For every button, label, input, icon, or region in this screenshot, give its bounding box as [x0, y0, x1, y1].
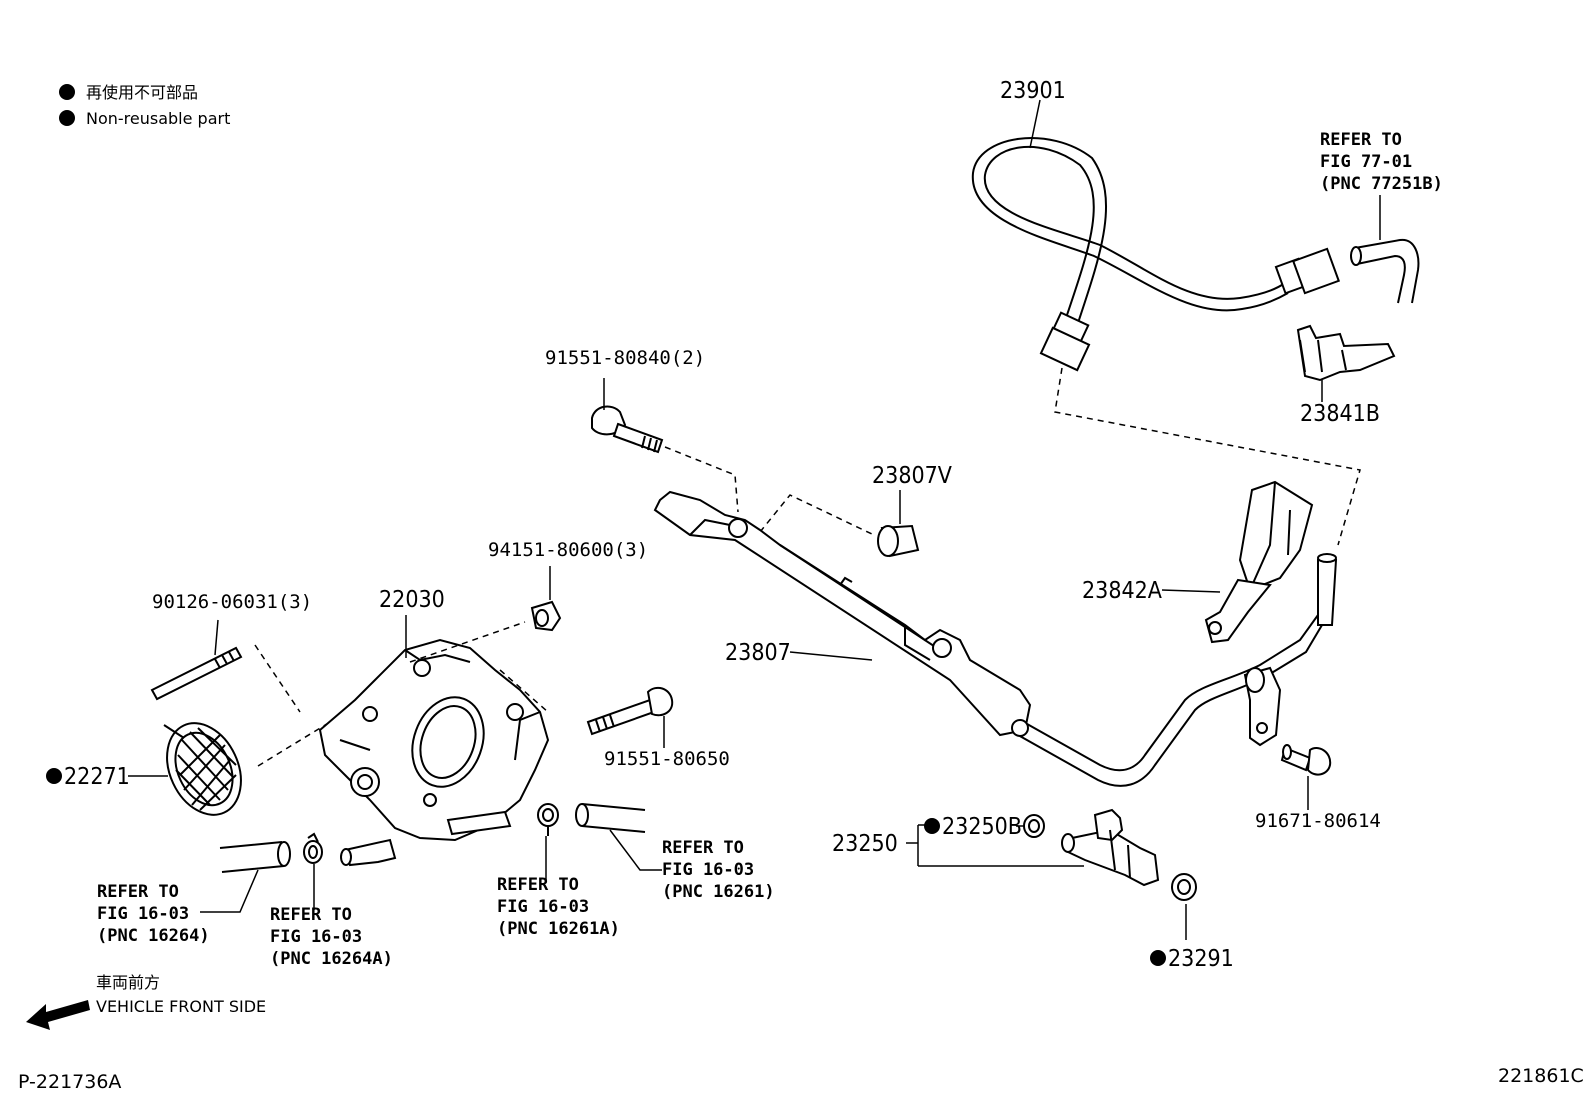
part-label-22271: 22271 [64, 764, 130, 790]
bolt-91551-80840[interactable] [591, 405, 664, 454]
svg-text:FIG 16-03: FIG 16-03 [497, 897, 589, 917]
part-label-94151-80600: 94151-80600(3) [488, 539, 648, 561]
seal-23291[interactable] [1171, 873, 1197, 901]
svg-text:(PNC 77251B): (PNC 77251B) [1320, 174, 1443, 194]
svg-text:REFER TO: REFER TO [497, 875, 579, 895]
part-label-23842A: 23842A [1082, 578, 1162, 604]
part-label-23250B: 23250B [942, 814, 1022, 840]
clip-23842A[interactable] [1204, 480, 1314, 644]
svg-text:REFER TO: REFER TO [97, 882, 179, 902]
svg-text:(PNC 16264): (PNC 16264) [97, 926, 210, 946]
part-label-23807V: 23807V [872, 463, 952, 489]
insulator-23807V[interactable] [877, 524, 920, 558]
fuel-rail-23807[interactable] [653, 490, 1338, 787]
part-label-23291: 23291 [1168, 946, 1234, 972]
svg-text:REFER TO: REFER TO [270, 905, 352, 925]
injector-23250[interactable] [1061, 808, 1160, 887]
stud-90126-06031[interactable] [150, 646, 243, 701]
part-label-23250: 23250 [832, 831, 898, 857]
svg-text:REFER TO: REFER TO [1320, 130, 1402, 150]
screen-22271[interactable] [153, 711, 255, 827]
svg-text:FIG 77-01: FIG 77-01 [1320, 152, 1412, 172]
svg-text:(PNC 16261): (PNC 16261) [662, 882, 775, 902]
part-label-91551-80650: 91551-80650 [604, 748, 730, 770]
vehicle-front-indicator: 車両前方 VEHICLE FRONT SIDE [26, 973, 266, 1030]
part-label-91671-80614: 91671-80614 [1255, 810, 1381, 832]
svg-text:REFER TO: REFER TO [662, 838, 744, 858]
svg-text:FIG 16-03: FIG 16-03 [270, 927, 362, 947]
hose-16264 [219, 841, 291, 873]
ref-77-01: REFER TO FIG 77-01 (PNC 77251B) [1320, 130, 1443, 194]
hose-stub-77251B [1350, 238, 1420, 304]
bolt-91671-80614[interactable] [1280, 744, 1332, 776]
hose-16261 [575, 803, 646, 833]
clip-23841B[interactable] [1296, 324, 1396, 382]
clamp-16261A [537, 803, 559, 836]
part-label-90126-06031: 90126-06031(3) [152, 591, 312, 613]
part-label-23841B: 23841B [1300, 401, 1380, 427]
ref-16264A: REFER TO FIG 16-03 (PNC 16264A) [270, 905, 393, 969]
part-label-91551-80840: 91551-80840(2) [545, 347, 705, 369]
ref-16261A: REFER TO FIG 16-03 (PNC 16261A) [497, 875, 620, 939]
injector-23250B-oring[interactable] [1023, 814, 1045, 838]
non-reusable-mark-icon [924, 818, 940, 834]
fuel-hose-23901[interactable] [971, 137, 1341, 372]
clamp-16264A [303, 832, 323, 864]
direction-en: VEHICLE FRONT SIDE [96, 997, 266, 1016]
throttle-body-22030[interactable] [318, 638, 550, 867]
svg-text:FIG 16-03: FIG 16-03 [662, 860, 754, 880]
diagram-code-right: 221861C [1498, 1065, 1584, 1087]
nut-94151-80600[interactable] [530, 600, 562, 632]
ref-16264: REFER TO FIG 16-03 (PNC 16264) [97, 882, 210, 946]
legend-en: Non-reusable part [86, 109, 230, 128]
legend-jp: 再使用不可部品 [86, 83, 198, 102]
svg-text:FIG 16-03: FIG 16-03 [97, 904, 189, 924]
legend-bullet-icon [59, 110, 75, 126]
non-reusable-mark-icon [1150, 950, 1166, 966]
svg-text:(PNC 16264A): (PNC 16264A) [270, 949, 393, 969]
non-reusable-mark-icon [46, 768, 62, 784]
legend: 再使用不可部品 Non-reusable part [59, 83, 230, 128]
svg-text:(PNC 16261A): (PNC 16261A) [497, 919, 620, 939]
part-label-22030: 22030 [379, 587, 445, 613]
arrow-left-icon [26, 1000, 90, 1030]
bolt-91551-80650[interactable] [586, 686, 674, 736]
diagram-code-left: P-221736A [18, 1071, 121, 1093]
part-label-23901: 23901 [1000, 78, 1066, 104]
direction-jp: 車両前方 [96, 973, 160, 992]
part-label-23807: 23807 [725, 640, 791, 666]
ref-16261: REFER TO FIG 16-03 (PNC 16261) [662, 838, 775, 902]
legend-bullet-icon [59, 84, 75, 100]
